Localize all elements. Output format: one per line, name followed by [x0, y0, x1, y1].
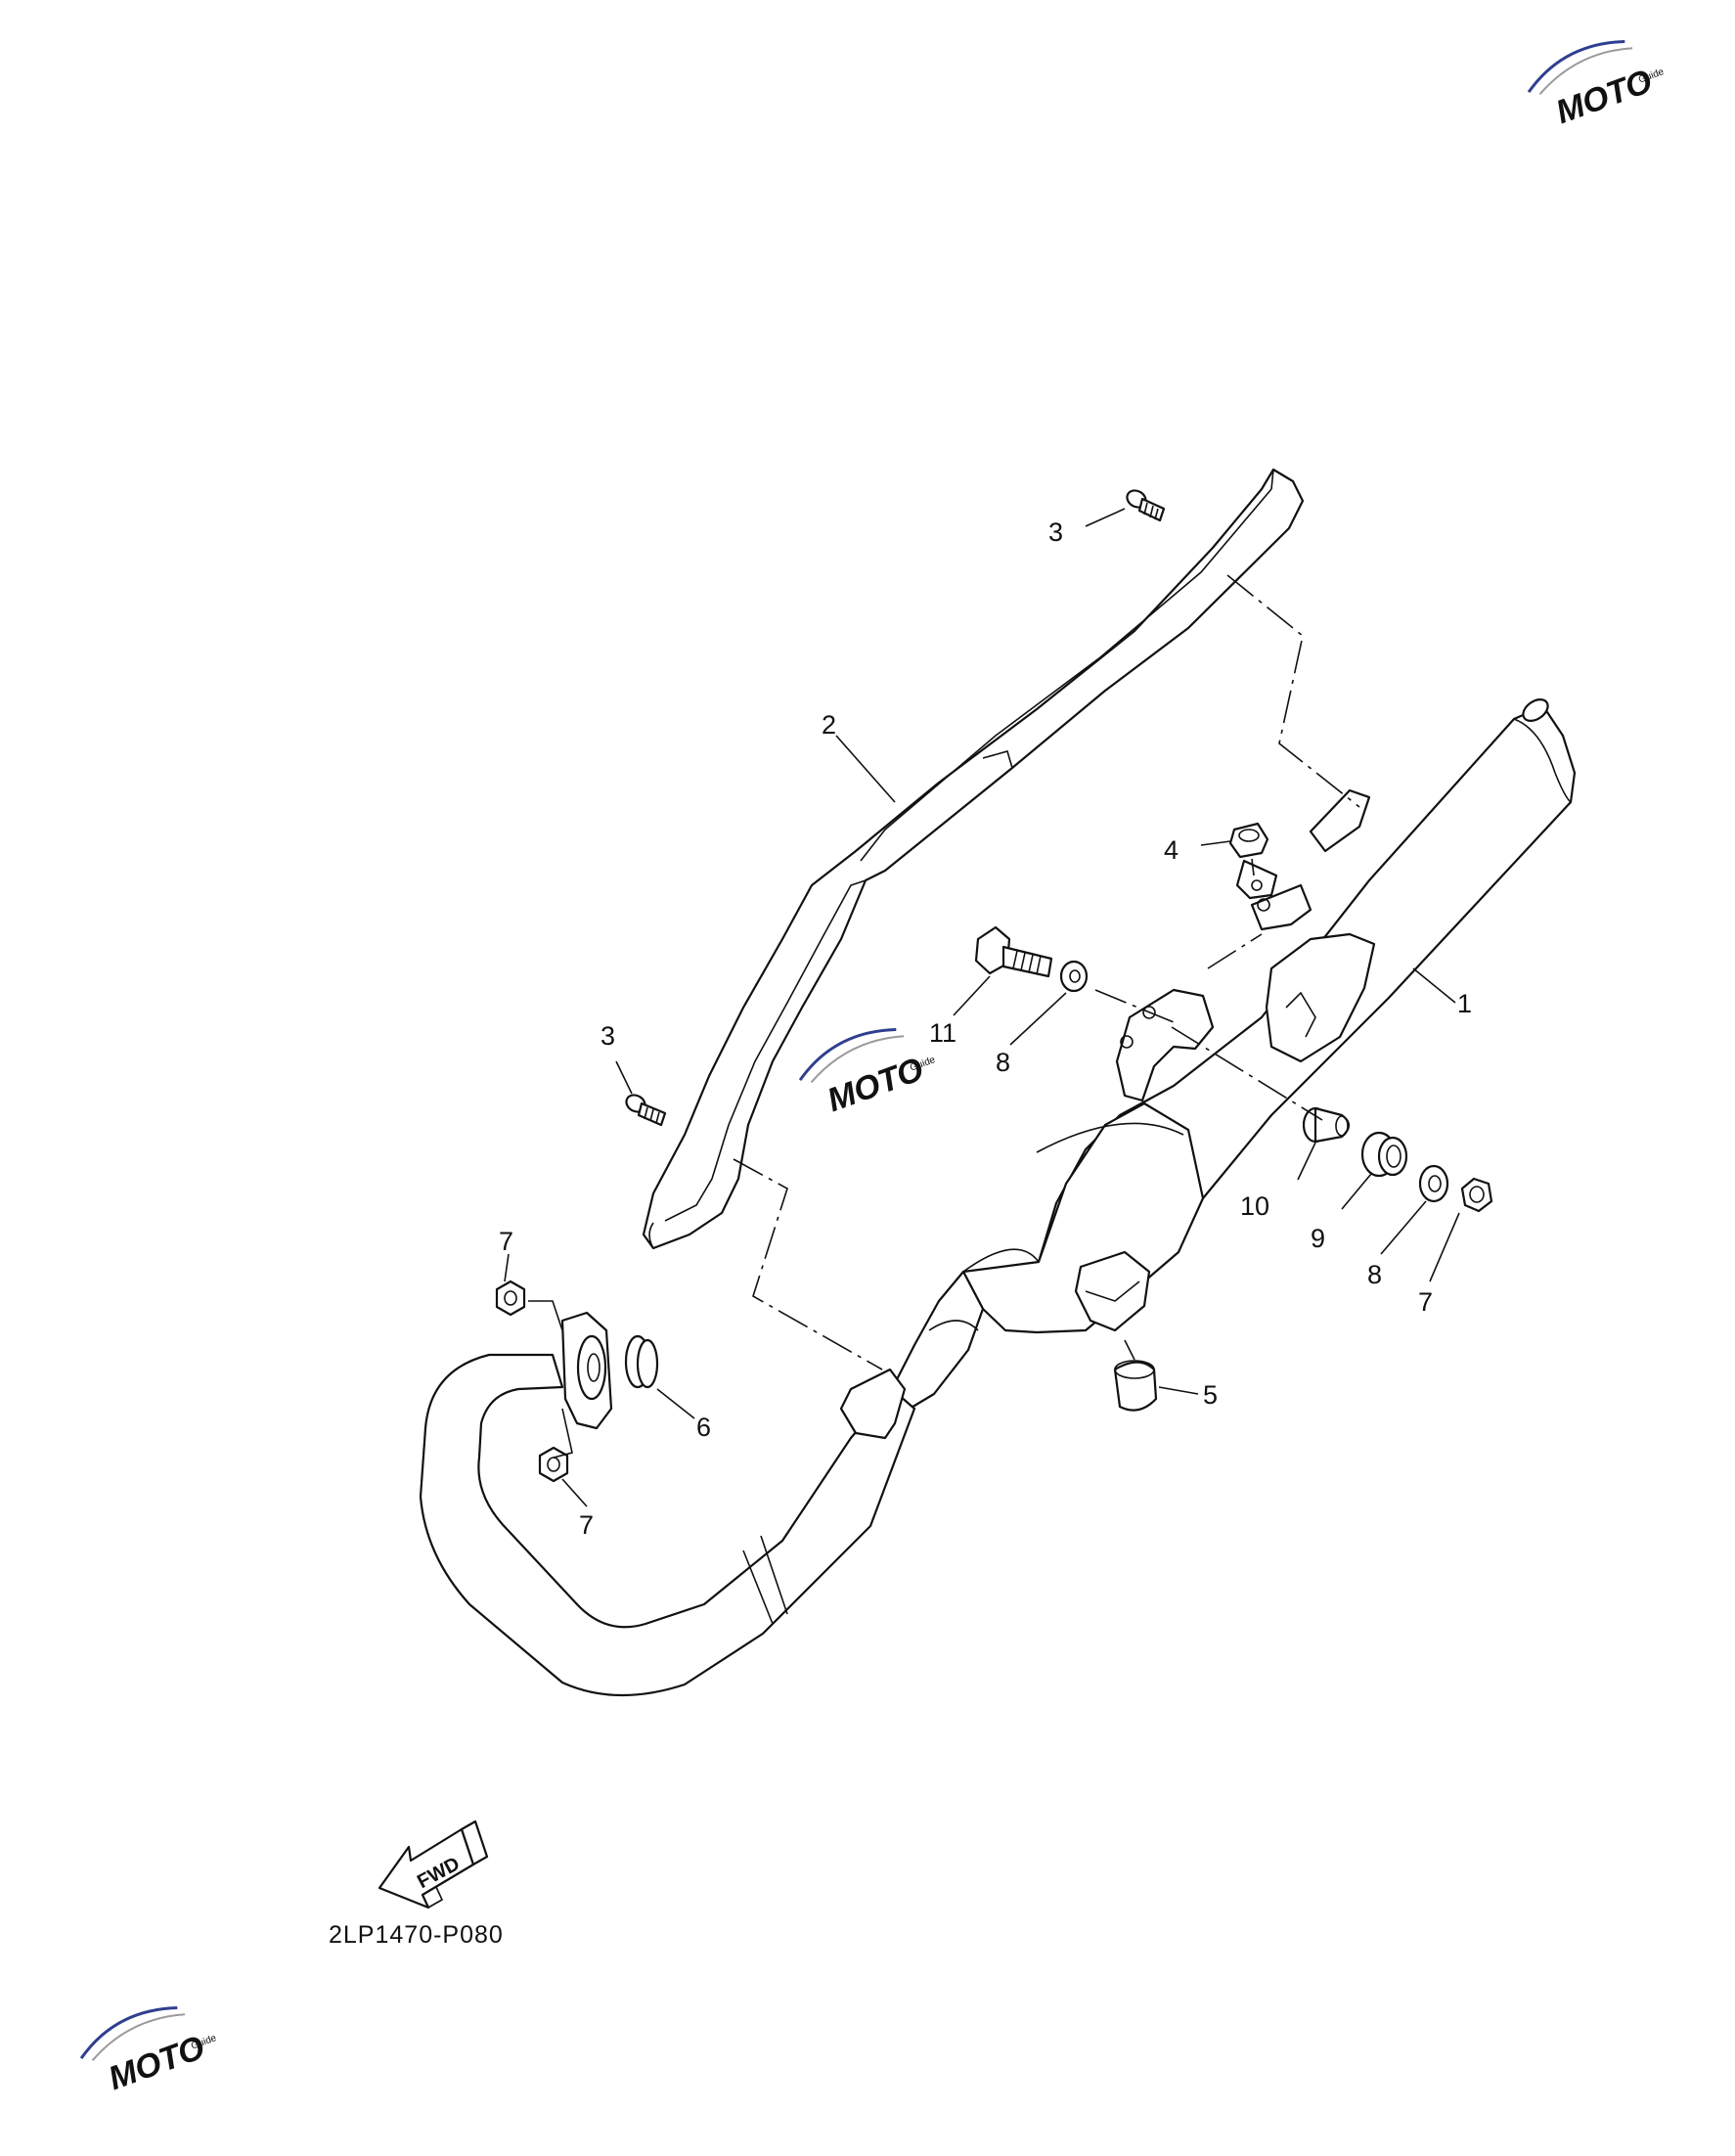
bolt	[974, 925, 1053, 978]
watermark-center: MOTO Guide	[798, 1027, 937, 1119]
nut-flange-lower	[538, 1446, 569, 1483]
callout-damper-upper: 4	[1164, 835, 1179, 865]
damper-upper	[1228, 822, 1278, 900]
callout-bolt: 11	[929, 1018, 956, 1048]
screw-lower	[625, 1094, 667, 1127]
leader-lines	[504, 508, 1460, 1507]
svg-text:MOTO: MOTO	[104, 2029, 209, 2097]
heat-protector	[642, 468, 1305, 1250]
svg-text:MOTO: MOTO	[1551, 63, 1657, 131]
gasket	[624, 1334, 659, 1389]
callout-collar: 10	[1240, 1191, 1269, 1221]
callouts: 1 2 3 3 4 5 6 7 7 7 8 8 10 9 11	[499, 517, 1472, 1540]
watermark-top-right: MOTO Guide	[1527, 39, 1666, 131]
screw-upper	[1126, 489, 1166, 522]
fwd-arrow-icon: FWD	[378, 1819, 489, 1909]
callout-heat-protector: 2	[822, 710, 836, 740]
callout-damper-lower: 5	[1203, 1380, 1218, 1410]
callout-screw-lower: 3	[601, 1021, 615, 1051]
callout-nut-flange-lower: 7	[579, 1510, 594, 1540]
collar	[1302, 1106, 1351, 1144]
callout-washer-right: 8	[1367, 1260, 1382, 1289]
callout-nut-right: 7	[1418, 1287, 1433, 1317]
damper-lower	[1113, 1360, 1158, 1412]
callout-collar-seal: 9	[1311, 1224, 1325, 1253]
watermark-bottom-left: MOTO Guide	[79, 2005, 218, 2097]
collar-seal	[1360, 1131, 1408, 1178]
nut-right	[1460, 1177, 1493, 1213]
callout-muffler: 1	[1457, 989, 1472, 1018]
muffler-assembly	[890, 697, 1577, 1411]
assembly-lines	[528, 574, 1360, 1459]
exhaust-pipe	[419, 1311, 916, 1697]
callout-gasket: 6	[696, 1413, 711, 1442]
callout-screw-upper: 3	[1048, 517, 1063, 547]
svg-text:MOTO: MOTO	[823, 1051, 928, 1119]
washer-right	[1418, 1164, 1449, 1203]
nut-flange-upper	[495, 1280, 526, 1317]
callout-washer-left: 8	[996, 1048, 1010, 1077]
callout-nut-flange-upper: 7	[499, 1227, 513, 1256]
washer-left	[1059, 960, 1089, 993]
diagram-code: 2LP1470-P080	[329, 1921, 504, 1949]
